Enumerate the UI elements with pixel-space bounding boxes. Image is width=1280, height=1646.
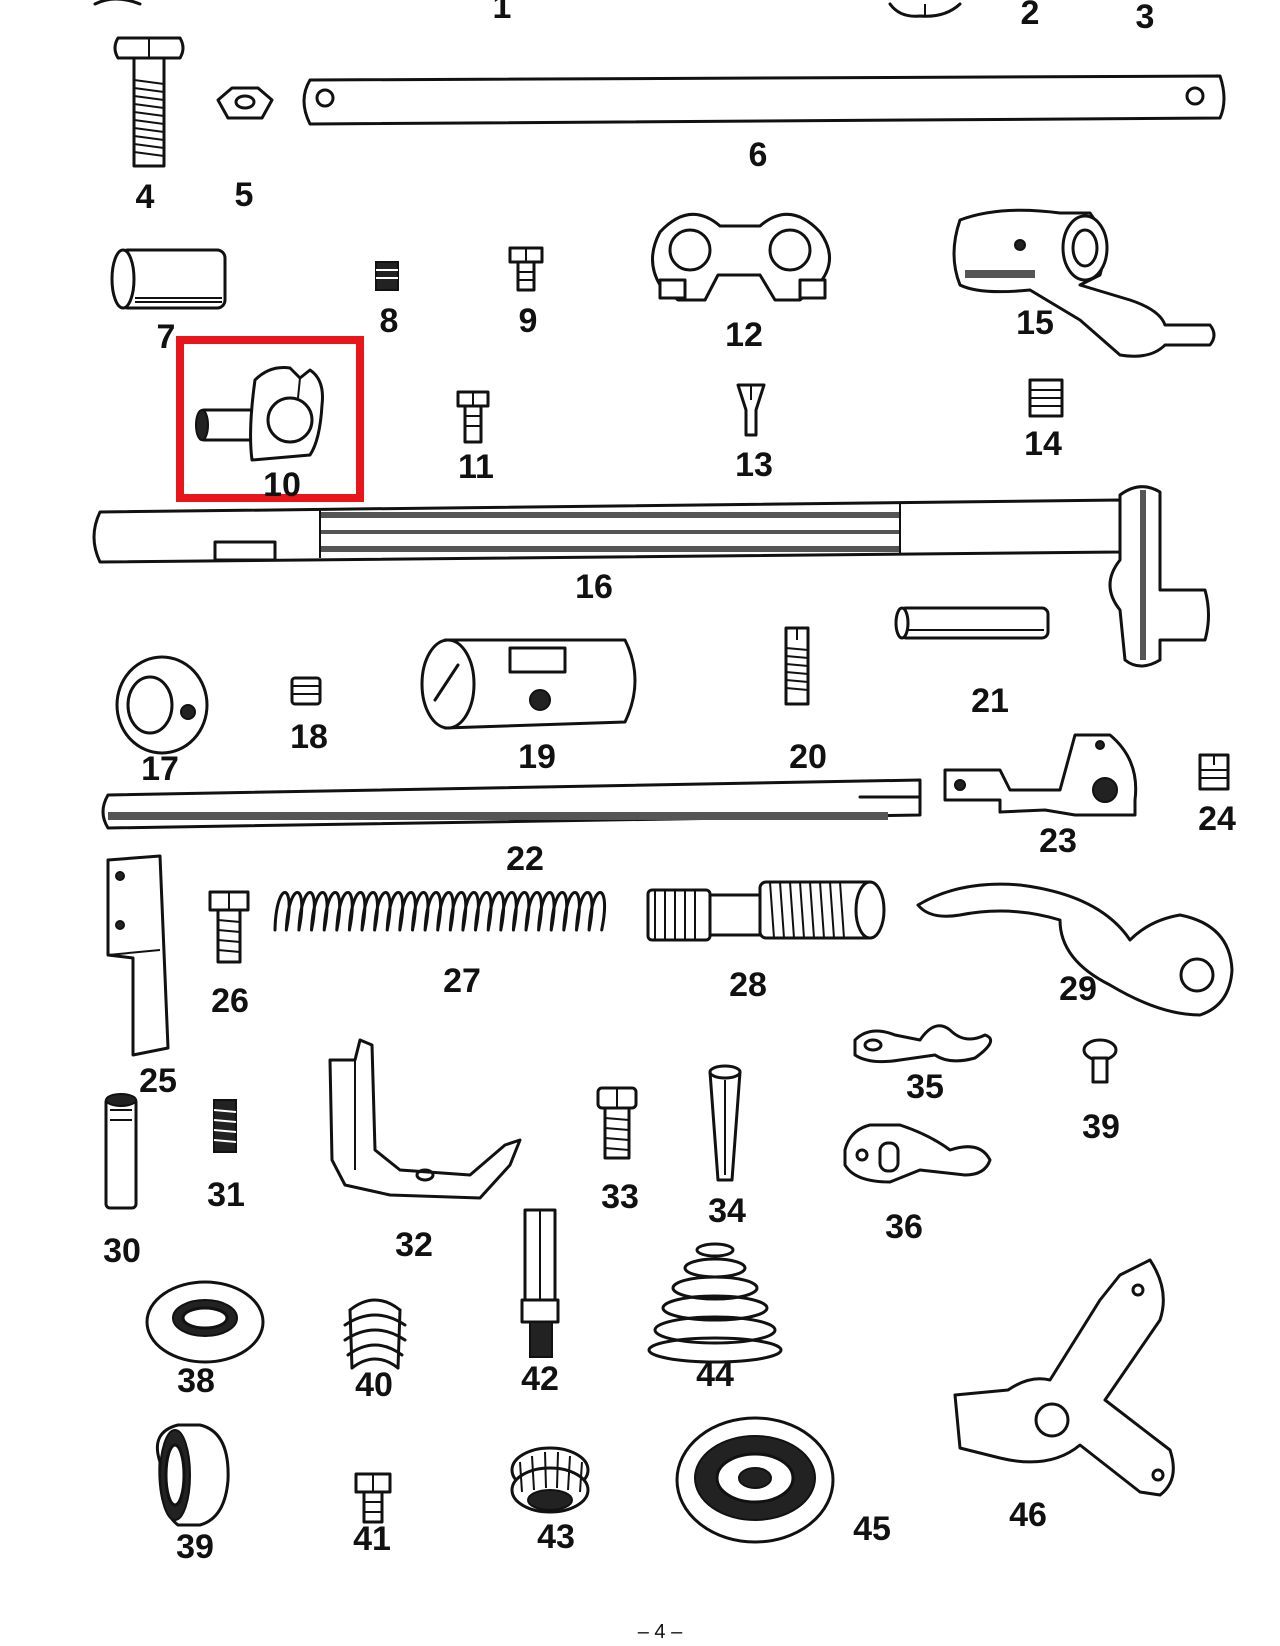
- part-6-flat-bar: [302, 74, 1226, 126]
- part-29-hook-lever: [916, 882, 1234, 1017]
- part-28-threaded-sleeve: [646, 880, 886, 942]
- part-32-presser-foot: [328, 1038, 522, 1200]
- label-43: 43: [537, 1518, 575, 1556]
- part-34-tapered-pin: [708, 1064, 742, 1182]
- label-46: 46: [1009, 1496, 1047, 1534]
- part-13-pin: [736, 383, 766, 437]
- label-40: 40: [355, 1366, 393, 1404]
- part-26-screw: [208, 890, 250, 964]
- part-30-stud: [104, 1093, 138, 1210]
- part-42-thread-stud: [520, 1208, 560, 1358]
- part-24-set-screw: [1198, 753, 1230, 791]
- label-45: 45: [853, 1510, 891, 1548]
- label-44: 44: [696, 1356, 734, 1394]
- part-43-knurled-nut: [510, 1446, 590, 1514]
- label-31: 31: [207, 1176, 245, 1214]
- part-18-set-screw: [290, 676, 322, 706]
- part-39-screw-right: [1082, 1038, 1118, 1084]
- label-16: 16: [575, 568, 613, 606]
- label-12: 12: [725, 316, 763, 354]
- label-18: 18: [290, 718, 328, 756]
- label-3: 3: [1136, 0, 1155, 36]
- part-12-double-clamp: [651, 212, 831, 302]
- part-11-screw: [456, 390, 490, 444]
- label-22: 22: [506, 840, 544, 878]
- label-8: 8: [380, 302, 399, 340]
- page-number: – 4 –: [638, 1621, 683, 1643]
- part-31-set-screw: [213, 1099, 237, 1153]
- label-25: 25: [139, 1062, 177, 1100]
- part-39-knob: [155, 1423, 230, 1527]
- label-7: 7: [157, 318, 176, 356]
- part-23-lever: [943, 733, 1138, 817]
- part-labels: 1 2 3 4 5 6 7 8 9 10 11 12 13 14 15 16 1…: [103, 0, 1236, 1643]
- part-45-disc: [675, 1416, 835, 1544]
- part-22-long-rod: [101, 778, 922, 830]
- part-10-clamp: [195, 366, 324, 462]
- label-15: 15: [1016, 304, 1054, 342]
- label-39-right: 39: [1082, 1108, 1120, 1146]
- label-23: 23: [1039, 822, 1077, 860]
- label-33: 33: [601, 1178, 639, 1216]
- label-20: 20: [789, 738, 827, 776]
- part-14-set-screw: [1028, 378, 1064, 418]
- part-9-screw: [508, 246, 544, 292]
- label-34: 34: [708, 1192, 746, 1230]
- part-25-bracket-plate: [106, 854, 170, 1057]
- part-8-set-screw: [375, 261, 399, 291]
- part-5-nut: [216, 86, 274, 120]
- part-35-link: [853, 1024, 993, 1064]
- label-28: 28: [729, 966, 767, 1004]
- label-17: 17: [141, 750, 179, 788]
- label-9: 9: [519, 302, 538, 340]
- part-44-conical-spring: [647, 1242, 783, 1364]
- label-21: 21: [971, 682, 1009, 720]
- part-17-collar: [115, 655, 209, 755]
- highlight-box: [176, 336, 364, 502]
- label-42: 42: [521, 1360, 559, 1398]
- part-16-crank-shaft: [92, 485, 1210, 668]
- label-29: 29: [1059, 970, 1097, 1008]
- label-30: 30: [103, 1232, 141, 1270]
- part-1: [93, 0, 142, 6]
- label-13: 13: [735, 446, 773, 484]
- label-10: 10: [263, 466, 301, 504]
- part-33-screw: [596, 1086, 638, 1160]
- part-2: [888, 2, 962, 18]
- label-14: 14: [1024, 425, 1062, 463]
- part-15-crank-block: [952, 208, 1216, 358]
- label-5: 5: [235, 176, 254, 214]
- part-4-screw: [113, 36, 185, 168]
- part-21-pin: [894, 606, 1050, 640]
- part-41-screw: [354, 1472, 392, 1524]
- part-38-washer: [145, 1280, 265, 1364]
- label-26: 26: [211, 982, 249, 1020]
- label-6: 6: [749, 136, 768, 174]
- label-41: 41: [353, 1520, 391, 1558]
- label-1: 1: [493, 0, 512, 26]
- part-20-threaded-rod: [784, 626, 810, 706]
- label-19: 19: [518, 738, 556, 776]
- label-24: 24: [1198, 800, 1236, 838]
- label-2: 2: [1021, 0, 1040, 32]
- part-27-spring: [273, 891, 607, 932]
- part-36-latch: [843, 1123, 992, 1184]
- label-11: 11: [458, 448, 494, 486]
- label-35: 35: [906, 1068, 944, 1106]
- label-39: 39: [176, 1528, 214, 1566]
- part-40-spring: [343, 1298, 407, 1370]
- label-38: 38: [177, 1362, 215, 1400]
- label-36: 36: [885, 1208, 923, 1246]
- part-19-cylinder: [420, 638, 637, 730]
- label-27: 27: [443, 962, 481, 1000]
- label-32: 32: [395, 1226, 433, 1264]
- part-7-sleeve: [110, 248, 227, 310]
- part-46-three-arm-plate: [953, 1258, 1175, 1497]
- label-4: 4: [136, 178, 155, 216]
